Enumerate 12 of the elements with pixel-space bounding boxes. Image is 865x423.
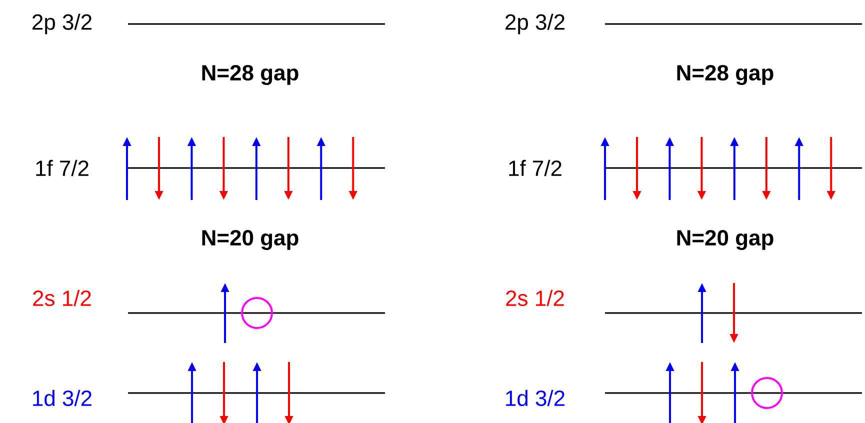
gap-label: N=20 gap [202,230,298,250]
level-label: 1d 3/2 [33,390,92,406]
level-label: 2s 1/2 [506,290,564,306]
gap-label: N=28 gap [677,64,774,85]
level-label: 2s 1/2 [33,290,91,306]
level-label: 2p 3/2 [506,14,564,34]
level-label: 1d 3/2 [506,390,564,406]
level-label: 2p 3/2 [32,14,92,34]
level-label: 1f 7/2 [509,160,562,176]
gap-label: N=28 gap [202,64,298,85]
gap-label: N=20 gap [677,230,774,250]
level-label: 1f 7/2 [36,160,88,176]
